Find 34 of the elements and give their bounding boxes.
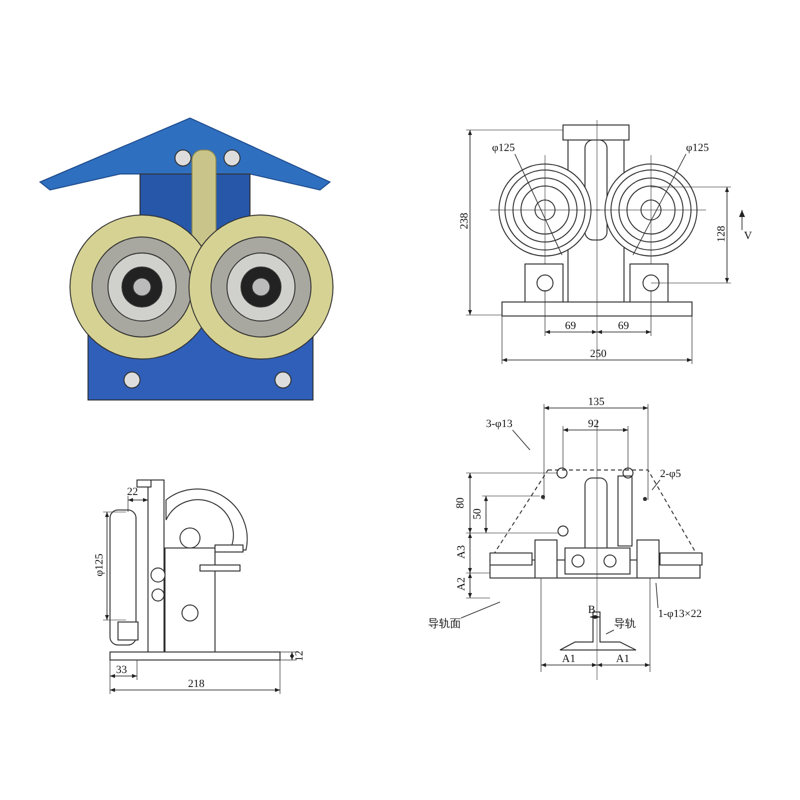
dimension-label: 69 [565,320,576,332]
dimension-label: A1 [562,653,576,665]
dimension-label: 238 [458,212,470,230]
dimension-label: A3 [456,545,468,559]
dimension-label: 218 [188,678,204,690]
dimension-label: 33 [116,664,127,676]
dimension-label: B [588,604,596,616]
callout-label: 导轨面 [428,618,461,630]
callout-label: 3-φ13 [486,418,513,430]
dimension-label: A2 [456,577,468,591]
dimension-label: 92 [588,418,599,430]
dimension-label: 69 [618,320,629,332]
dimension-label: V [744,230,752,242]
leader-line [514,154,562,256]
dimension-label: A1 [616,653,630,665]
leader-line [652,480,660,490]
callout-label: 导轨 [614,618,636,630]
leader-line [512,430,530,450]
callout-label: 2-φ5 [660,468,682,480]
leader-line [656,582,658,608]
dimension-label: 12 [294,650,306,662]
dimension-label: 128 [715,226,728,242]
callout-label: φ125 [686,142,709,154]
dimension-label: 135 [588,396,604,408]
leader-line [460,602,500,618]
dimension-label: 80 [454,498,466,508]
leader-line [606,630,614,634]
callout-label: 1-φ13×22 [658,608,702,620]
dimension-label: 50 [472,508,484,520]
leader-line [632,154,686,256]
dimension-label: 250 [590,348,606,360]
callout-label: φ125 [492,142,515,154]
dimension-label: 22 [127,486,138,498]
dimension-label: φ125 [93,554,106,576]
